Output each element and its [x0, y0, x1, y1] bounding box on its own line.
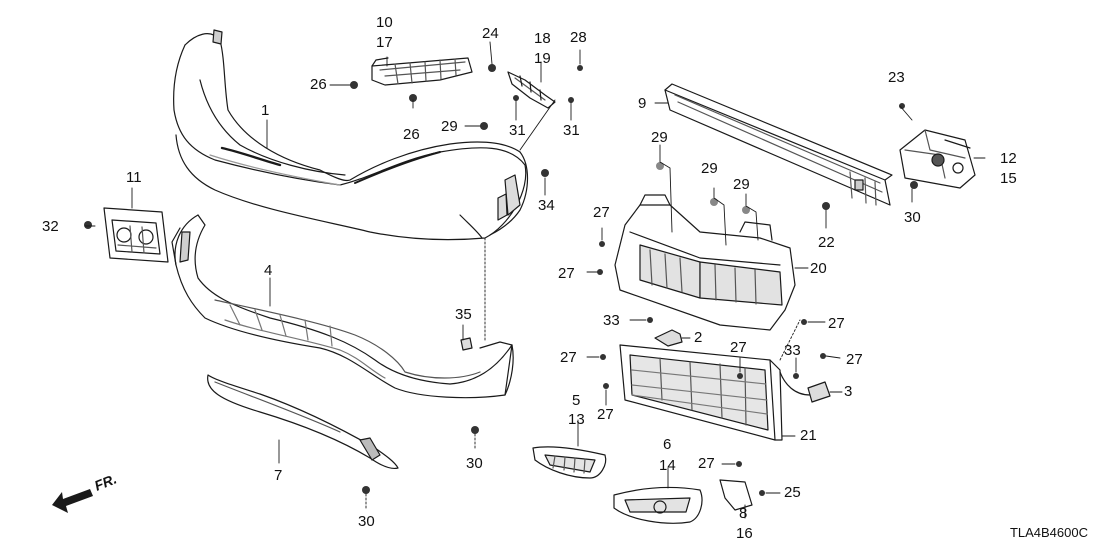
- callout-2: 2: [694, 329, 703, 346]
- fog-bracket: [719, 479, 753, 511]
- callout-27-d: 27: [560, 349, 577, 366]
- callout-15: 15: [1000, 170, 1017, 187]
- callout-30-c: 30: [358, 513, 375, 530]
- upper-bumper-cover: [173, 29, 529, 241]
- callout-27: 27: [593, 204, 610, 221]
- callout-3: 3: [844, 383, 853, 400]
- callout-9: 9: [638, 95, 647, 112]
- small-bracket-2: [654, 329, 683, 347]
- callout-16: 16: [736, 525, 753, 542]
- callout-31: 31: [509, 122, 526, 139]
- front-direction-arrow: [52, 489, 93, 513]
- lower-bumper-cover: [171, 214, 514, 399]
- callout-4: 4: [264, 262, 273, 279]
- beam-mounting-bracket: [899, 129, 976, 189]
- callout-27-e: 27: [730, 339, 747, 356]
- side-bracket-small: [507, 71, 556, 109]
- callout-10: 10: [376, 14, 393, 31]
- callout-5: 5: [572, 392, 581, 409]
- callout-27-b: 27: [558, 265, 575, 282]
- callout-26: 26: [310, 76, 327, 93]
- fog-garnish-right: [613, 486, 703, 524]
- callout-7: 7: [274, 467, 283, 484]
- callout-29-d: 29: [733, 176, 750, 193]
- callout-33: 33: [603, 312, 620, 329]
- callout-32: 32: [42, 218, 59, 235]
- lower-garnish: [207, 374, 399, 470]
- callout-27-g: 27: [597, 406, 614, 423]
- diagram-code: TLA4B4600C: [1009, 525, 1088, 540]
- callout-20: 20: [810, 260, 827, 277]
- callout-30-b: 30: [466, 455, 483, 472]
- air-guide-assembly: [614, 194, 796, 331]
- license-plate-bracket: [103, 207, 169, 263]
- callout-21: 21: [800, 427, 817, 444]
- shutter-actuator: [779, 371, 831, 403]
- callout-30: 30: [904, 209, 921, 226]
- callout-33-b: 33: [784, 342, 801, 359]
- bumper-beam: [664, 83, 893, 206]
- active-shutter-grille: [619, 344, 783, 441]
- callout-27-f: 27: [846, 351, 863, 368]
- callout-13: 13: [568, 411, 585, 428]
- callout-34: 34: [538, 197, 555, 214]
- leader-lines: [84, 41, 986, 519]
- callout-22: 22: [818, 234, 835, 251]
- callout-23: 23: [888, 69, 905, 86]
- callout-27-c: 27: [828, 315, 845, 332]
- callout-11: 11: [126, 169, 142, 186]
- callout-25: 25: [784, 484, 801, 501]
- callout-17: 17: [376, 34, 393, 51]
- callout-19: 19: [534, 50, 551, 67]
- fog-garnish-left: [532, 446, 607, 479]
- callout-24: 24: [482, 25, 499, 42]
- callout-29: 29: [441, 118, 458, 135]
- callout-18: 18: [534, 30, 551, 47]
- callout-28: 28: [570, 29, 587, 46]
- clip-35: [460, 337, 473, 351]
- callout-6: 6: [663, 436, 672, 453]
- callout-29-c: 29: [701, 160, 718, 177]
- callout-12: 12: [1000, 150, 1017, 167]
- callout-14: 14: [659, 457, 676, 474]
- callout-8: 8: [739, 505, 748, 522]
- callout-27-h: 27: [698, 455, 715, 472]
- upper-bracket-left: [371, 57, 473, 86]
- callout-31-b: 31: [563, 122, 580, 139]
- callout-29-b: 29: [651, 129, 668, 146]
- callout-35: 35: [455, 306, 472, 323]
- callout-1: 1: [261, 102, 270, 119]
- fasteners: [84, 64, 918, 496]
- callout-26-b: 26: [403, 126, 420, 143]
